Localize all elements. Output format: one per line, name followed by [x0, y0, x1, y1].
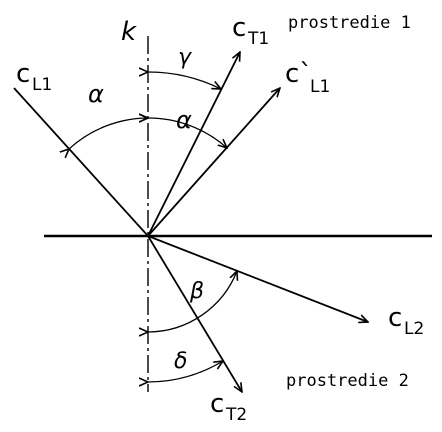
- svg-text:c: c: [232, 13, 246, 43]
- medium-label-top: prostredie 1: [288, 13, 411, 33]
- label-cL1-reflected: c` L1: [285, 59, 330, 97]
- arc-alpha-reflected: [148, 118, 227, 148]
- svg-text:c: c: [16, 59, 30, 89]
- arc-delta: [148, 361, 223, 382]
- angle-label-gamma: γ: [178, 45, 192, 70]
- svg-text:c`: c`: [285, 59, 312, 89]
- medium-label-bottom: prostredie 2: [286, 371, 409, 391]
- svg-text:L1: L1: [32, 75, 52, 95]
- incident-ray-cL1: [13, 87, 149, 237]
- angle-label-beta: β: [189, 279, 204, 304]
- svg-text:L2: L2: [404, 319, 424, 339]
- svg-text:c: c: [210, 389, 224, 419]
- reflected-ray-cT1: [147, 52, 240, 237]
- reflected-ray-cL1r: [147, 88, 280, 237]
- svg-text:L1: L1: [310, 77, 330, 97]
- svg-text:T1: T1: [247, 29, 269, 49]
- axis-label-k: k: [121, 17, 137, 47]
- refracted-ray-cL2: [147, 235, 368, 322]
- arc-beta: [148, 271, 237, 332]
- angle-label-alpha-reflected: α: [176, 106, 192, 134]
- refracted-ray-cT2: [147, 235, 242, 392]
- arc-alpha-incident: [69, 118, 148, 149]
- angle-label-alpha-incident: α: [88, 80, 104, 108]
- label-cL2: c L2: [388, 303, 424, 339]
- svg-text:T2: T2: [225, 405, 247, 425]
- label-cT1: c T1: [232, 13, 269, 49]
- angle-label-delta: δ: [174, 349, 187, 374]
- svg-text:c: c: [388, 303, 402, 333]
- label-cT2: c T2: [210, 389, 247, 425]
- arc-gamma: [148, 72, 221, 89]
- label-cL1: c L1: [16, 59, 52, 95]
